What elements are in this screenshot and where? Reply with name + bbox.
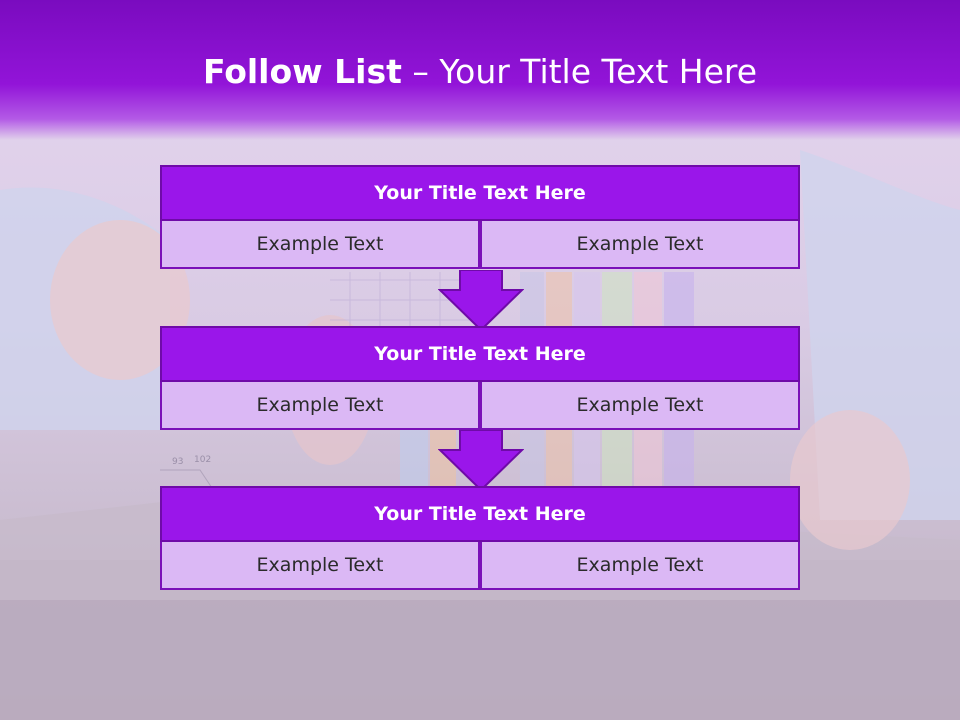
title-rest: – Your Title Text Here	[401, 52, 758, 91]
down-arrow-icon	[438, 270, 524, 332]
list-block-1: Your Title Text Here Example Text Exampl…	[160, 165, 800, 269]
bg-label-93: 93	[172, 457, 183, 467]
block-cell-right: Example Text	[480, 382, 800, 430]
block-row: Example Text Example Text	[160, 382, 800, 430]
block-cell-left: Example Text	[160, 542, 480, 590]
block-title: Your Title Text Here	[160, 326, 800, 382]
block-row: Example Text Example Text	[160, 221, 800, 269]
block-cell-right: Example Text	[480, 542, 800, 590]
header-bar	[0, 0, 960, 140]
block-title: Your Title Text Here	[160, 165, 800, 221]
block-cell-left: Example Text	[160, 382, 480, 430]
list-block-3: Your Title Text Here Example Text Exampl…	[160, 486, 800, 590]
block-title: Your Title Text Here	[160, 486, 800, 542]
block-cell-left: Example Text	[160, 221, 480, 269]
down-arrow-icon	[438, 430, 524, 492]
list-block-2: Your Title Text Here Example Text Exampl…	[160, 326, 800, 430]
block-row: Example Text Example Text	[160, 542, 800, 590]
bg-label-102: 102	[194, 455, 211, 465]
title-bold: Follow List	[202, 52, 402, 91]
slide-title: Follow List – Your Title Text Here	[0, 52, 960, 91]
block-cell-right: Example Text	[480, 221, 800, 269]
